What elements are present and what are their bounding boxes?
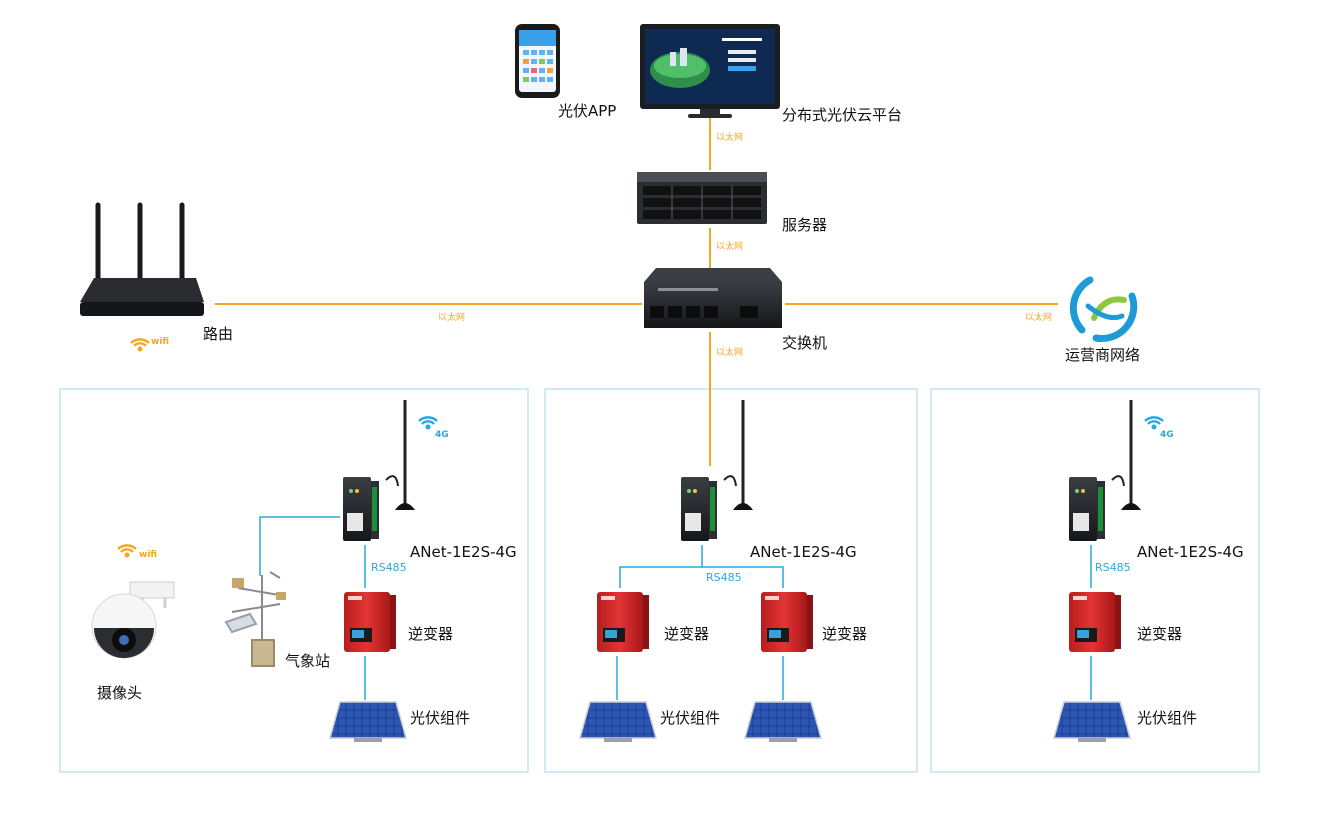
wifi-icon bbox=[417, 416, 439, 431]
ethernet-label: 以太网 bbox=[438, 313, 466, 323]
site-box-1 bbox=[59, 388, 529, 773]
weather-station-icon bbox=[224, 571, 286, 667]
site-box-3 bbox=[930, 388, 1260, 773]
wifi-icon bbox=[1143, 416, 1165, 431]
solar-panel-icon bbox=[744, 701, 822, 743]
pv-module-label: 光伏组件 bbox=[1137, 709, 1198, 727]
inverter-icon bbox=[1069, 592, 1121, 652]
ethernet-label: 以太网 bbox=[716, 242, 744, 252]
ethernet-label: 以太网 bbox=[716, 348, 744, 358]
inverter-label: 逆变器 bbox=[822, 625, 868, 643]
inverter-label: 逆变器 bbox=[408, 625, 454, 643]
ethernet-label: 以太网 bbox=[716, 133, 744, 143]
solar-panel-icon bbox=[1053, 701, 1131, 743]
solar-panel-icon bbox=[579, 701, 657, 743]
cellular-label: 4G bbox=[1160, 430, 1174, 440]
cellular-label: 4G bbox=[435, 430, 449, 440]
iot-gateway-icon bbox=[1069, 398, 1143, 541]
wifi-icon bbox=[116, 544, 138, 559]
ethernet-label: 以太网 bbox=[1025, 313, 1053, 323]
iot-gateway-icon bbox=[681, 398, 755, 541]
camera-label: 摄像头 bbox=[97, 684, 143, 702]
router-label: 路由 bbox=[203, 325, 234, 343]
server-label: 服务器 bbox=[782, 216, 828, 234]
app-label: 光伏APP bbox=[558, 102, 617, 120]
wifi-router-icon bbox=[80, 202, 204, 316]
gateway-label: ANet-1E2S-4G bbox=[1137, 543, 1244, 561]
wifi-label: wifi bbox=[151, 337, 170, 347]
rs485-links bbox=[259, 516, 1092, 700]
pv-module-label: 光伏组件 bbox=[410, 709, 471, 727]
inverter-icon bbox=[761, 592, 813, 652]
server-rack-icon bbox=[637, 172, 767, 224]
iot-gateway-icon bbox=[343, 398, 417, 541]
switch-label: 交换机 bbox=[782, 334, 828, 352]
inverter-label: 逆变器 bbox=[664, 625, 710, 643]
inverter-label: 逆变器 bbox=[1137, 625, 1183, 643]
dome-camera-icon bbox=[91, 581, 175, 659]
site-box-2 bbox=[544, 388, 918, 773]
wifi-icon bbox=[129, 338, 151, 353]
carrier-label: 运营商网络 bbox=[1065, 346, 1141, 364]
ethernet-links bbox=[215, 118, 1058, 466]
weather-station-label: 气象站 bbox=[285, 652, 331, 670]
gateway-label: ANet-1E2S-4G bbox=[750, 543, 857, 561]
rs485-label: RS485 bbox=[371, 561, 407, 574]
network-switch-icon bbox=[644, 268, 782, 328]
wifi-label: wifi bbox=[139, 550, 158, 560]
cloud-platform-label: 分布式光伏云平台 bbox=[782, 106, 903, 124]
rs485-label: RS485 bbox=[1095, 561, 1131, 574]
monitor-icon bbox=[640, 24, 780, 118]
rs485-label: RS485 bbox=[706, 571, 742, 584]
carrier-logo-icon bbox=[1069, 276, 1138, 342]
phone-icon bbox=[515, 24, 560, 98]
solar-panel-icon bbox=[329, 701, 407, 743]
inverter-icon bbox=[597, 592, 649, 652]
pv-module-label: 光伏组件 bbox=[660, 709, 721, 727]
gateway-label: ANet-1E2S-4G bbox=[410, 543, 517, 561]
inverter-icon bbox=[344, 592, 396, 652]
